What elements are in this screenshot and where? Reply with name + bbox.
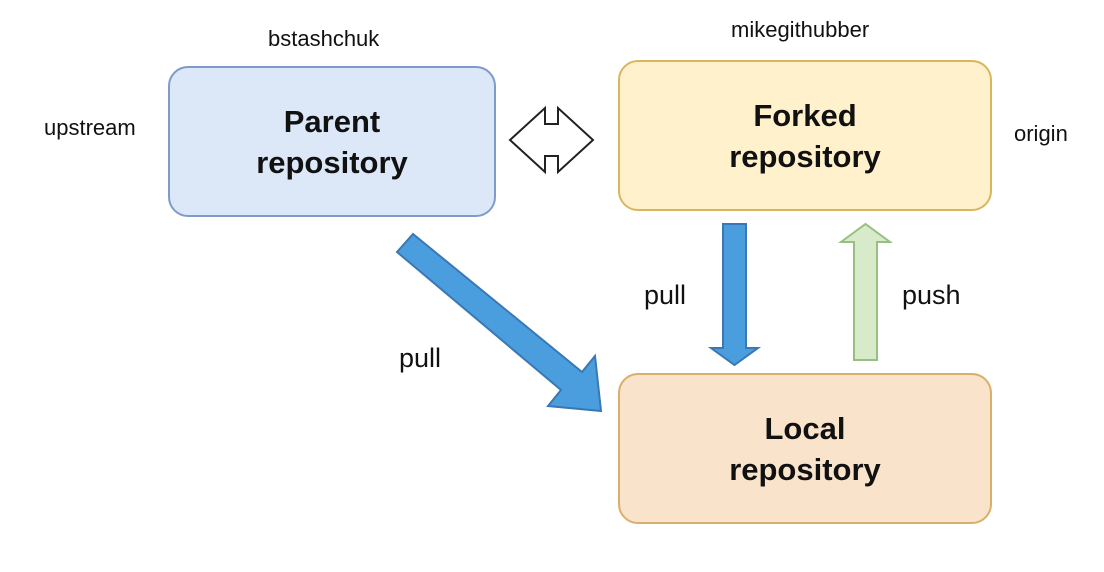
forked-repository-box: Forked repository: [618, 60, 992, 211]
local-title-line1: Local: [764, 410, 846, 446]
pull-label-parent-to-local: pull: [399, 343, 442, 373]
sync-double-arrow: [508, 105, 595, 175]
push-label-local-to-forked: push: [902, 280, 961, 310]
upstream-label: upstream: [44, 115, 136, 140]
forked-owner-label: mikegithubber: [731, 17, 870, 42]
forked-title-line2: repository: [729, 138, 881, 174]
parent-repository-title: Parent repository: [256, 101, 408, 183]
parent-title-line1: Parent: [283, 103, 381, 139]
local-title-line2: repository: [729, 451, 881, 487]
pull-arrow-forked-to-local: [707, 223, 762, 367]
local-repository-title: Local repository: [729, 408, 881, 490]
local-repository-box: Local repository: [618, 373, 992, 524]
parent-title-line2: repository: [256, 144, 408, 180]
forked-repository-title: Forked repository: [729, 95, 881, 177]
origin-label: origin: [1014, 121, 1068, 146]
forked-title-line1: Forked: [753, 97, 857, 133]
pull-label-forked-to-local: pull: [644, 280, 687, 310]
pull-arrow-parent-to-local: [395, 232, 603, 413]
push-arrow-local-to-forked: [837, 222, 894, 361]
parent-owner-label: bstashchuk: [268, 26, 380, 51]
parent-repository-box: Parent repository: [168, 66, 496, 217]
